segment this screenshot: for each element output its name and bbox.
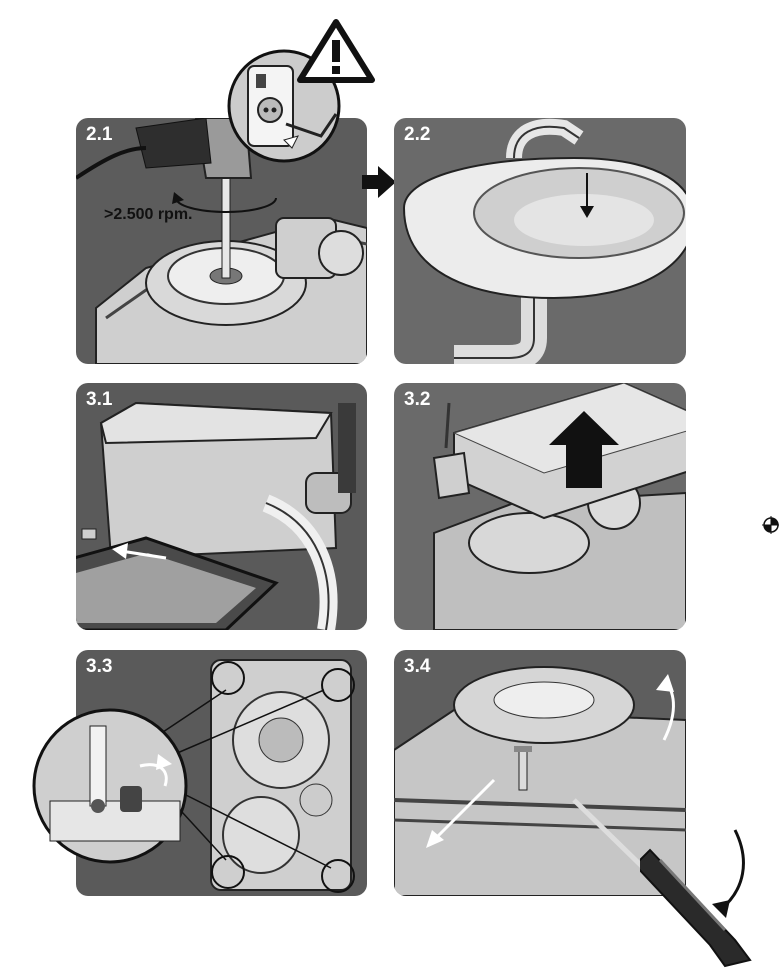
rpm-note: >2.500 rpm.: [104, 206, 193, 223]
step-label: 3.1: [86, 389, 113, 410]
step-label: 2.2: [404, 124, 431, 145]
panel-step-2-1: 2.1 >2.500 rpm.: [76, 118, 367, 364]
panel-step-3-1: 3.1: [76, 383, 367, 630]
unit-disconnect-illustration: [76, 401, 356, 630]
lid-removal-illustration: [432, 383, 686, 630]
next-step-arrow-icon: [362, 166, 396, 198]
step-label: 3.4: [404, 656, 431, 677]
screw-locations-illustration: [150, 659, 355, 893]
panel-step-3-4: 3.4: [394, 650, 686, 896]
step-label: 2.1: [86, 124, 113, 145]
magnified-screw-inset: [30, 706, 190, 866]
step-label: 3.2: [404, 389, 431, 410]
warning-triangle-icon: [296, 18, 376, 84]
panel-step-2-2: 2.2: [394, 118, 686, 364]
screwdriver-icon: [633, 820, 770, 970]
drill-illustration: [76, 118, 367, 364]
step-label: 3.3: [86, 656, 113, 677]
registration-mark-icon: [762, 516, 779, 534]
panel-step-3-2: 3.2: [394, 383, 686, 630]
sink-illustration: [402, 118, 686, 364]
screw-removal-illustration: [394, 666, 686, 896]
